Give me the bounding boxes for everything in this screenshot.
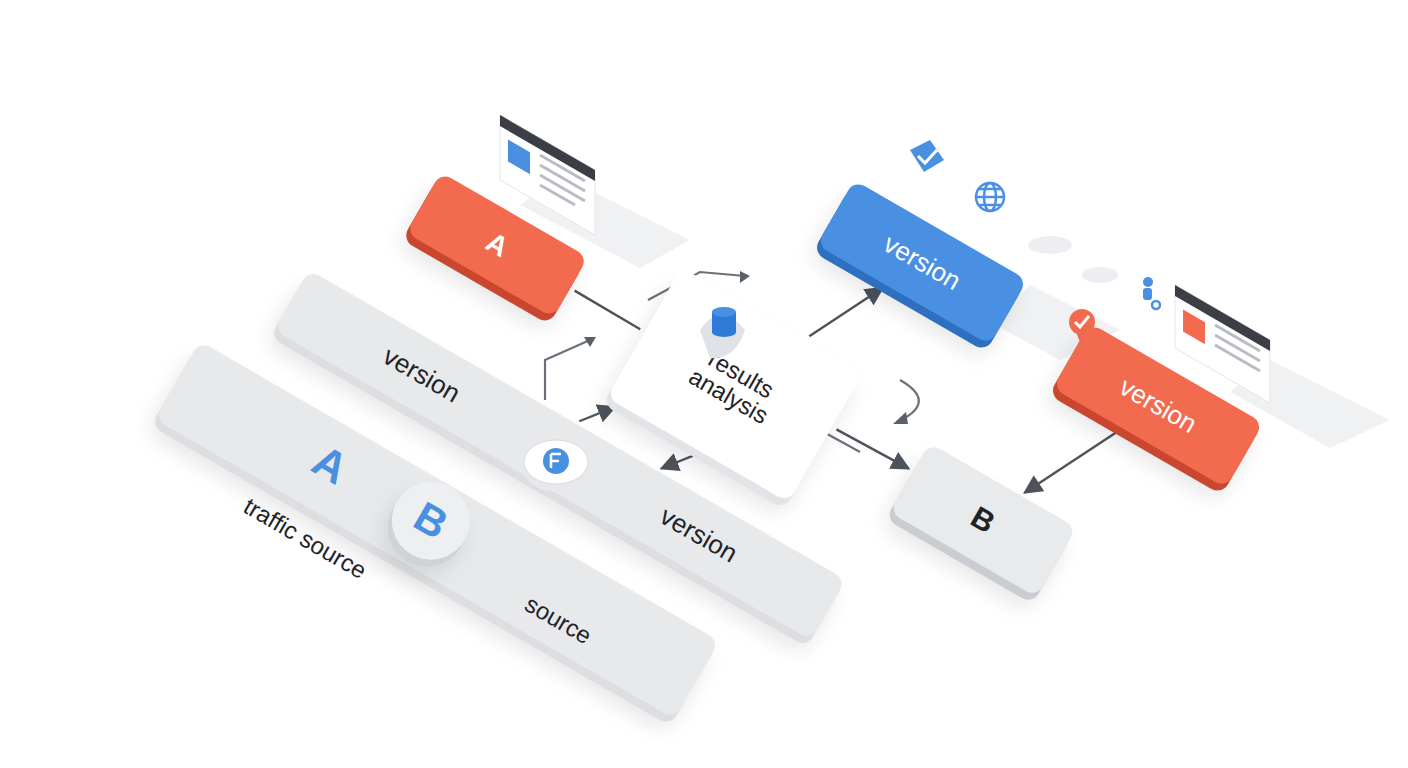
variant-box: B	[889, 443, 1076, 597]
node-label: version	[879, 229, 965, 295]
node-label: B	[966, 501, 1001, 539]
check-icon	[910, 140, 944, 172]
database-icon	[700, 307, 745, 358]
variant-circle: B	[378, 467, 485, 574]
connector-arrow	[1025, 431, 1119, 493]
experiment-badge	[524, 440, 588, 492]
version-box: version	[817, 180, 1028, 345]
node-label: version	[378, 342, 464, 408]
connector-arrow	[836, 429, 908, 468]
node-label: traffic source	[240, 493, 371, 583]
variant-box: A	[406, 172, 588, 318]
connector-arrow	[809, 288, 882, 336]
connector-arrow	[575, 291, 641, 330]
connector-arrow	[661, 454, 697, 468]
node-label: A	[305, 437, 356, 493]
cloud-shape	[1028, 236, 1118, 283]
user-icon	[1143, 277, 1160, 309]
node-label: results analysis	[657, 326, 812, 445]
globe-icon	[976, 183, 1004, 211]
node-label: version	[1115, 372, 1201, 438]
node-label: A	[481, 227, 513, 263]
connector-arrow	[579, 407, 615, 421]
node-label: B	[407, 494, 455, 547]
node-label: version	[655, 502, 741, 568]
node-label: source	[521, 591, 596, 649]
version-box: version	[1053, 323, 1264, 488]
